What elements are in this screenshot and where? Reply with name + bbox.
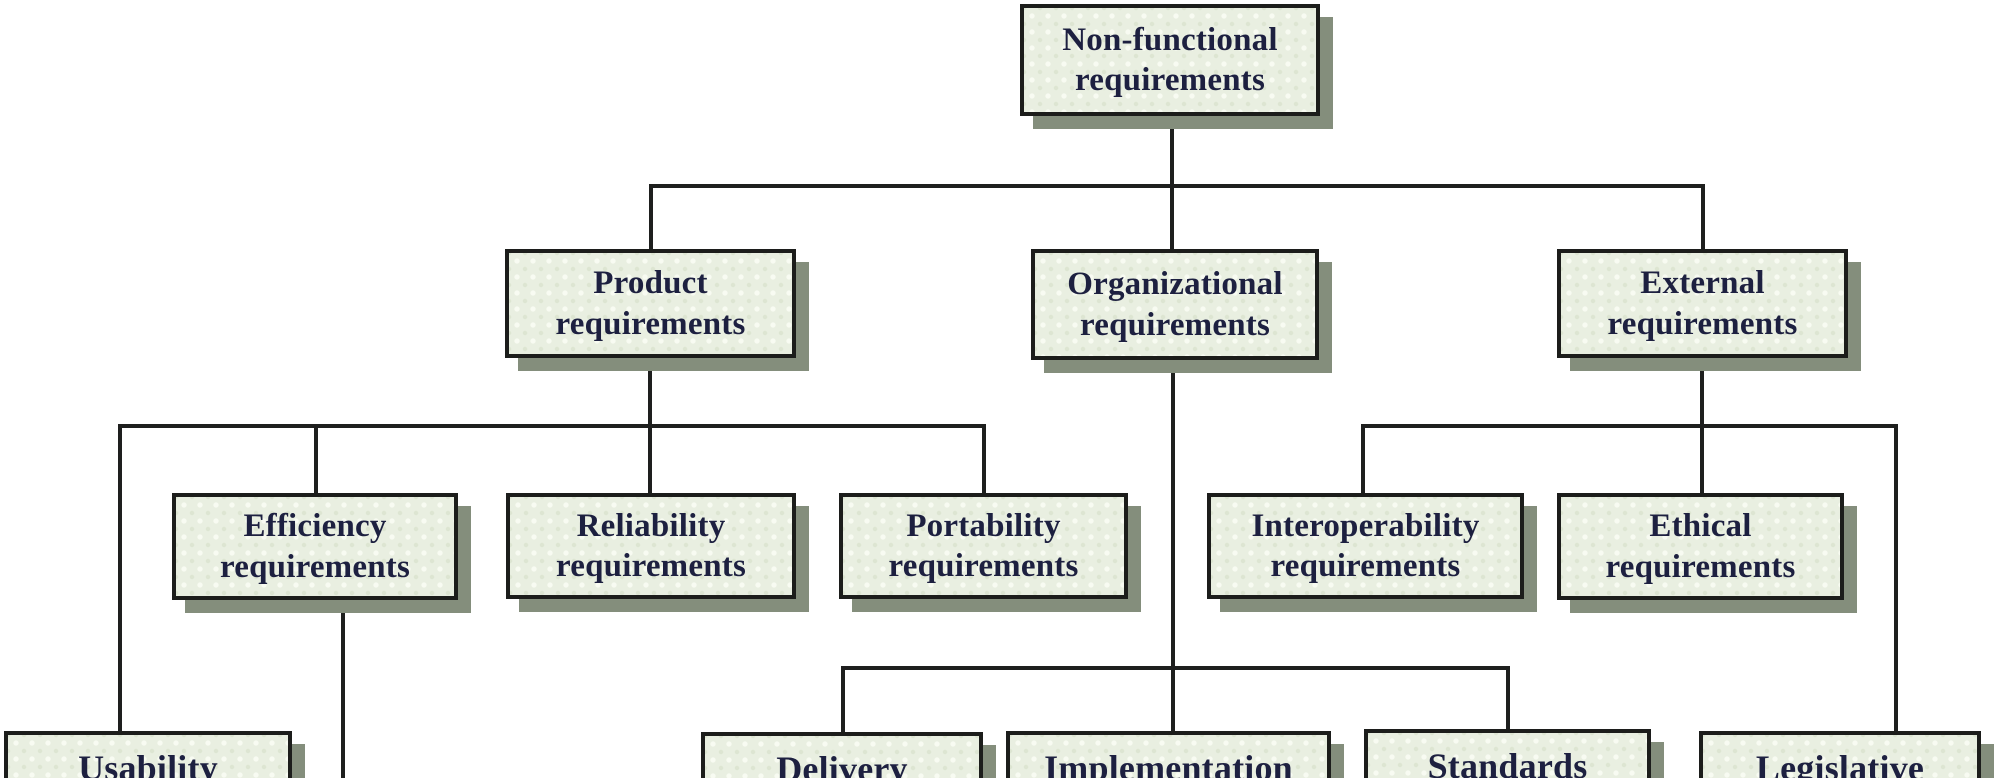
- node-label: Interoperability requirements: [1251, 507, 1480, 584]
- node-label: Standards: [1427, 746, 1588, 778]
- node-efficiency-requirements: Efficiency requirements: [172, 493, 458, 600]
- node-label: Usability: [78, 748, 218, 778]
- node-implementation: Implementation: [1006, 731, 1331, 778]
- node-label: Non-functional requirements: [1062, 21, 1278, 98]
- node-label: Portability requirements: [888, 507, 1079, 584]
- node-external-requirements: External requirements: [1557, 249, 1848, 358]
- node-interoperability-requirements: Interoperability requirements: [1207, 493, 1524, 599]
- node-ethical-requirements: Ethical requirements: [1557, 493, 1844, 600]
- node-delivery: Delivery: [701, 732, 983, 778]
- node-organizational-requirements: Organizational requirements: [1031, 249, 1319, 360]
- node-label: Ethical requirements: [1605, 508, 1796, 585]
- node-label: Delivery: [776, 749, 908, 778]
- node-product-requirements: Product requirements: [505, 249, 796, 358]
- node-label: Organizational requirements: [1067, 266, 1283, 343]
- node-standards: Standards: [1364, 729, 1651, 778]
- node-portability-requirements: Portability requirements: [839, 493, 1128, 599]
- node-label: Implementation: [1044, 748, 1293, 778]
- node-label: Product requirements: [555, 265, 746, 342]
- node-label: Legislative: [1755, 748, 1925, 778]
- node-label: External requirements: [1607, 265, 1798, 342]
- node-usability: Usability: [4, 731, 292, 778]
- node-label: Efficiency requirements: [220, 508, 410, 585]
- node-label: Reliability requirements: [556, 507, 746, 584]
- node-reliability-requirements: Reliability requirements: [506, 493, 796, 599]
- node-non-functional-requirements: Non-functional requirements: [1020, 4, 1320, 116]
- node-legislative: Legislative: [1699, 731, 1981, 778]
